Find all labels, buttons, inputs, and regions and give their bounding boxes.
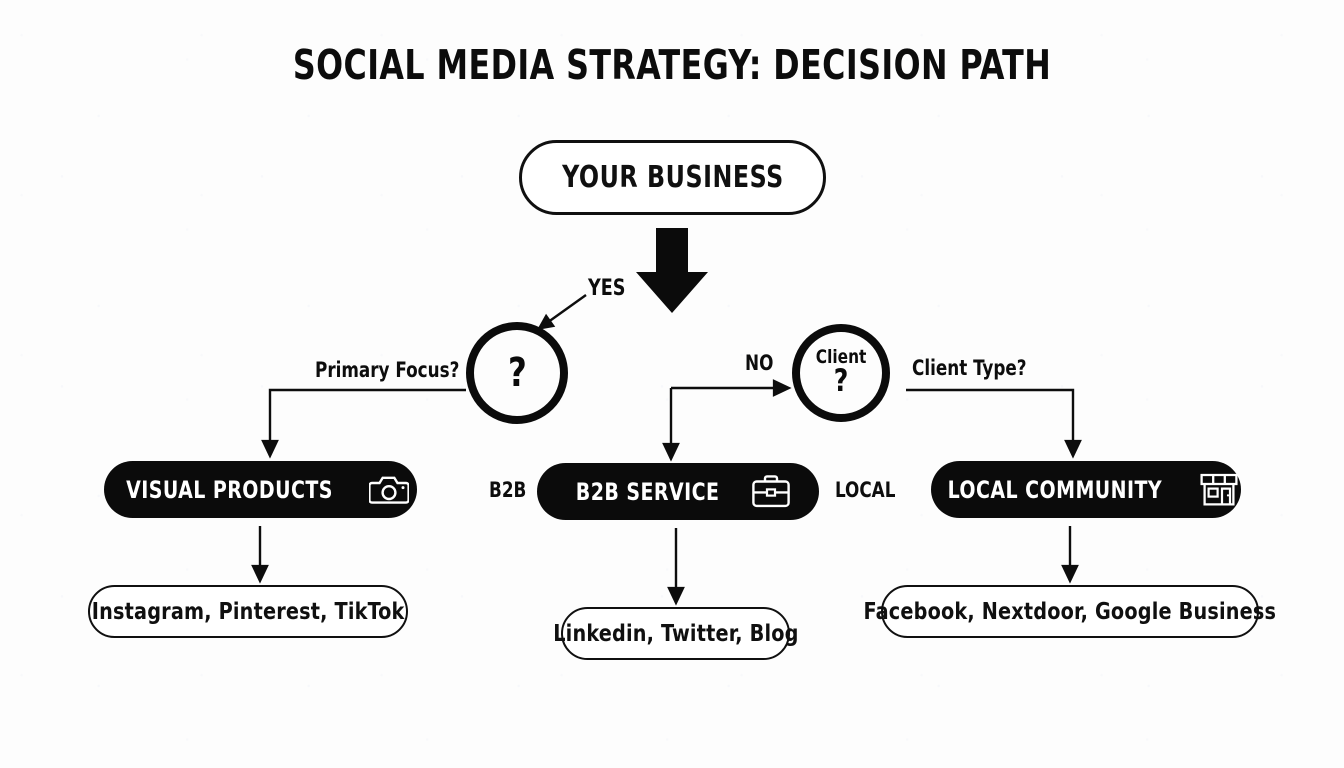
edge-label-b2b: B2B: [489, 478, 527, 502]
node-your-business[interactable]: YOUR BUSINESS: [519, 140, 826, 215]
briefcase-icon: [751, 475, 790, 508]
node-outcome-visual-label: Instagram, Pinterest, TikTok: [91, 598, 405, 625]
question-mark-icon: ?: [833, 363, 849, 399]
node-decision-primary[interactable]: ?: [466, 322, 568, 424]
edge-label-primary-focus: Primary Focus?: [315, 358, 460, 382]
edge-label-yes: YES: [588, 276, 626, 301]
question-mark-icon: ?: [507, 350, 527, 396]
edge-primary-focus: [261, 388, 466, 459]
edge-yes: [536, 294, 587, 331]
node-visual-products-label: VISUAL PRODUCTS: [126, 475, 333, 504]
node-your-business-label: YOUR BUSINESS: [561, 160, 784, 195]
node-decision-client[interactable]: Client ?: [792, 324, 890, 422]
node-decision-client-label: Client: [815, 346, 867, 368]
node-b2b-service-label: B2B SERVICE: [576, 477, 720, 506]
node-outcome-b2b[interactable]: Linkedin, Twitter, Blog: [553, 607, 798, 660]
camera-icon: [368, 474, 409, 505]
node-outcome-local-label: Facebook, Nextdoor, Google Business: [863, 598, 1277, 625]
node-outcome-b2b-label: Linkedin, Twitter, Blog: [552, 620, 799, 647]
node-local-community[interactable]: LOCAL COMMUNITY: [931, 461, 1241, 518]
storefront-icon: [1199, 472, 1239, 507]
arrow-business-down: [636, 228, 708, 313]
node-b2b-service[interactable]: B2B SERVICE: [537, 463, 819, 520]
node-local-community-label: LOCAL COMMUNITY: [947, 475, 1163, 504]
node-outcome-visual[interactable]: Instagram, Pinterest, TikTok: [88, 585, 408, 638]
edge-client-type: [906, 388, 1082, 459]
edge-label-client-type: Client Type?: [912, 356, 1027, 380]
node-outcome-local[interactable]: Facebook, Nextdoor, Google Business: [864, 585, 1276, 638]
edge-label-local: LOCAL: [835, 478, 896, 502]
node-visual-products[interactable]: VISUAL PRODUCTS: [104, 461, 417, 518]
page-title: SOCIAL MEDIA STRATEGY: DECISION PATH: [292, 41, 1052, 89]
edge-label-no: NO: [745, 351, 774, 375]
